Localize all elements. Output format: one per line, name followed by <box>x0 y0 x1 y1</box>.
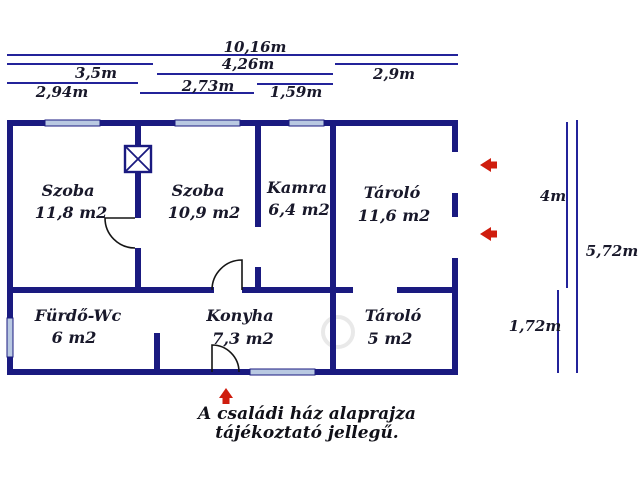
wall-exterior-right-upper <box>452 120 458 152</box>
dim-label-1-59m: 1,59m <box>269 83 323 101</box>
wall-furdo-konyha <box>154 333 160 371</box>
dim-label-2-94m: 2,94m <box>35 83 89 101</box>
door-entrance-konyha <box>211 344 240 373</box>
window-furdo-left <box>6 317 14 358</box>
room-area-furdo: 6 m2 <box>51 328 97 347</box>
chimney-icon <box>123 144 153 174</box>
dim-label-3-5m: 3,5m <box>75 64 117 82</box>
arrow-up-icon <box>219 388 233 404</box>
arrow-left-icon <box>480 227 497 241</box>
watermark <box>321 315 355 349</box>
wall-exterior-right-lower <box>452 258 458 375</box>
dim-label-1-72m: 1,72m <box>508 317 562 335</box>
dimension-lines-top <box>7 54 458 94</box>
doors <box>104 217 243 373</box>
wall-kamra-left-lower <box>255 267 261 289</box>
wall-tarolo-left <box>330 124 336 371</box>
dim-label-2-9m: 2,9m <box>373 65 415 83</box>
wall-szoba-divider-lower <box>135 248 141 289</box>
windows <box>6 119 325 376</box>
dim-label-2-73m: 2,73m <box>181 77 235 95</box>
room-area-szoba2: 10,9 m2 <box>167 203 241 222</box>
window-konyha-bottom <box>249 368 316 376</box>
window-kamra-top <box>288 119 325 127</box>
room-name-konyha: Konyha <box>206 306 274 325</box>
window-szoba2-top <box>174 119 241 127</box>
entrance-arrows <box>219 158 497 404</box>
wall-exterior-left <box>7 120 13 375</box>
dimension-lines-right <box>557 120 578 373</box>
wall-horizontal-left <box>13 287 214 293</box>
room-area-konyha: 7,3 m2 <box>212 329 274 348</box>
room-name-furdo: Fürdő-Wc <box>34 306 122 325</box>
door-szoba2-konyha <box>211 259 243 291</box>
room-area-kamra: 6,4 m2 <box>268 200 330 219</box>
arrow-left-icon <box>480 158 497 172</box>
dim-label-5-72m: 5,72m <box>585 242 639 260</box>
wall-horizontal-right <box>397 287 454 293</box>
chimney-cross <box>124 145 152 173</box>
room-name-szoba2: Szoba <box>171 181 225 200</box>
door-szoba1-szoba2 <box>104 217 136 249</box>
dim-label-total-width: 10,16m <box>223 38 287 56</box>
dim-label-4m: 4m <box>539 187 567 205</box>
caption-line-1: A családi ház alaprajza <box>198 404 416 424</box>
wall-kamra-left-upper <box>255 124 261 227</box>
room-area-tarolo1: 11,6 m2 <box>357 206 431 225</box>
room-name-szoba1: Szoba <box>41 181 95 200</box>
caption-line-2: tájékoztató jellegű. <box>215 423 399 443</box>
room-name-tarolo2: Tároló <box>364 306 422 325</box>
window-szoba1-top <box>44 119 101 127</box>
wall-exterior-right-middle <box>452 193 458 217</box>
room-name-kamra: Kamra <box>267 178 327 197</box>
wall-horizontal-middle <box>242 287 353 293</box>
dim-label-4-26m: 4,26m <box>221 55 275 73</box>
room-area-tarolo2: 5 m2 <box>367 329 413 348</box>
room-area-szoba1: 11,8 m2 <box>34 203 108 222</box>
room-name-tarolo1: Tároló <box>363 183 421 202</box>
wall-exterior-bottom <box>7 369 458 375</box>
